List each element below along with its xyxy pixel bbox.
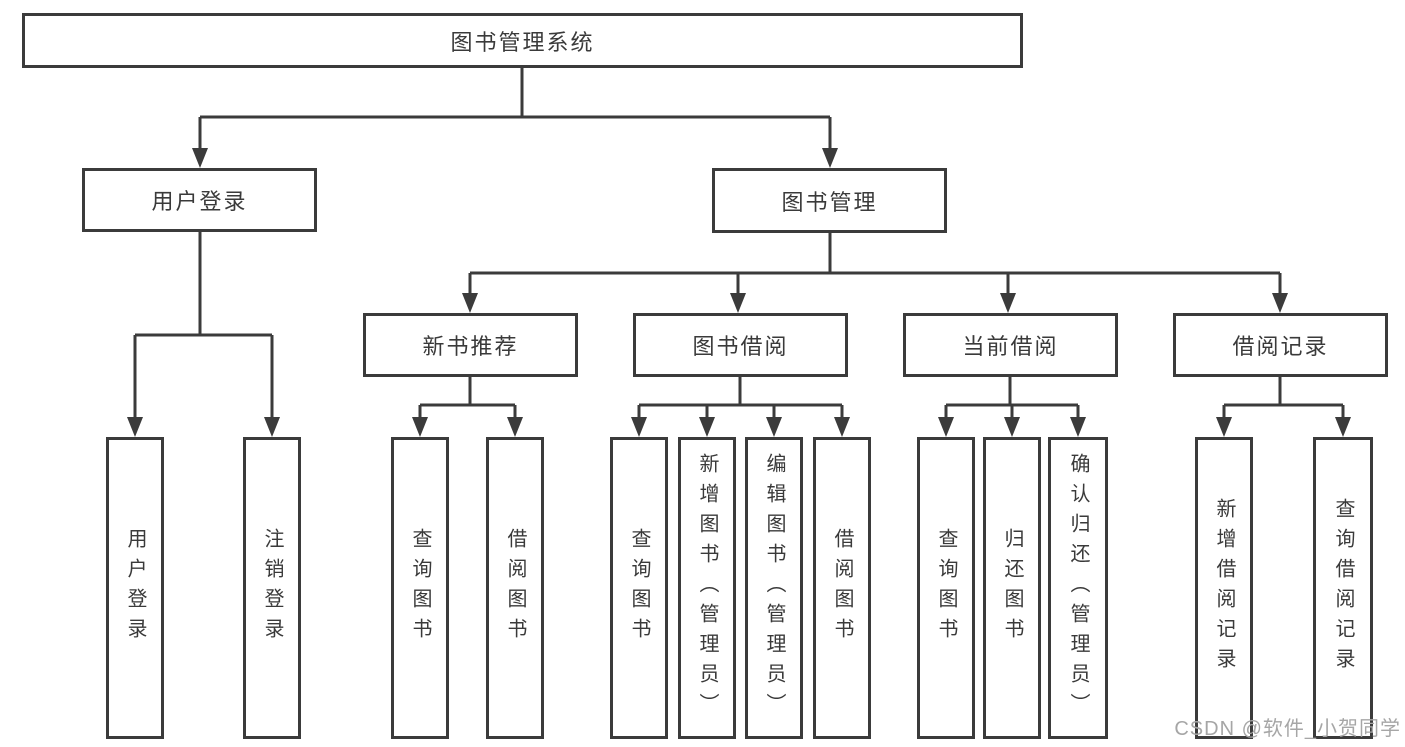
leaf-borrow-books: 借阅图书 [813,437,871,739]
arrow-down-icon [1272,293,1288,313]
node-book-management: 图书管理 [712,168,947,233]
leaf-add-books-admin: 新增图书（管理员） [678,437,736,739]
connector-current-borrow-children [938,377,1086,437]
node-borrow-records: 借阅记录 [1173,313,1388,377]
arrow-down-icon [1000,293,1016,313]
leaf-confirm-return-admin: 确认归还（管理员） [1048,437,1108,739]
arrow-down-icon [822,148,838,168]
arrow-down-icon [127,417,143,437]
arrow-down-icon [631,417,647,437]
arrow-down-icon [1335,417,1351,437]
watermark: CSDN @软件_小贺同学 [1174,718,1401,740]
leaf-logout-login: 注销登录 [243,437,301,739]
node-root-library-system: 图书管理系统 [22,13,1023,68]
leaf-query-books-current: 查询图书 [917,437,975,739]
arrow-down-icon [699,417,715,437]
arrow-down-icon [730,293,746,313]
node-book-borrow: 图书借阅 [633,313,848,377]
arrow-down-icon [507,417,523,437]
arrow-down-icon [834,417,850,437]
leaf-user-login: 用户登录 [106,437,164,739]
leaf-edit-books-admin: 编辑图书（管理员） [745,437,803,739]
node-new-book-recommend: 新书推荐 [363,313,578,377]
connector-book-management-children [462,233,1288,313]
connector-new-book-children [412,377,523,437]
arrow-down-icon [766,417,782,437]
leaf-borrow-books-recommend: 借阅图书 [486,437,544,739]
arrow-down-icon [1070,417,1086,437]
connector-borrow-record-children [1216,377,1351,437]
arrow-down-icon [1004,417,1020,437]
connector-book-borrow-children [631,377,850,437]
leaf-add-borrow-record: 新增借阅记录 [1195,437,1253,739]
node-current-borrow: 当前借阅 [903,313,1118,377]
connector-user-login-children [127,232,280,437]
arrow-down-icon [1216,417,1232,437]
arrow-down-icon [462,293,478,313]
leaf-query-books-borrow: 查询图书 [610,437,668,739]
arrow-down-icon [412,417,428,437]
arrow-down-icon [192,148,208,168]
connector-root-to-level2 [192,68,838,168]
node-user-login: 用户登录 [82,168,317,232]
leaf-query-borrow-record: 查询借阅记录 [1313,437,1373,739]
arrow-down-icon [938,417,954,437]
leaf-return-books: 归还图书 [983,437,1041,739]
arrow-down-icon [264,417,280,437]
leaf-query-books-recommend: 查询图书 [391,437,449,739]
